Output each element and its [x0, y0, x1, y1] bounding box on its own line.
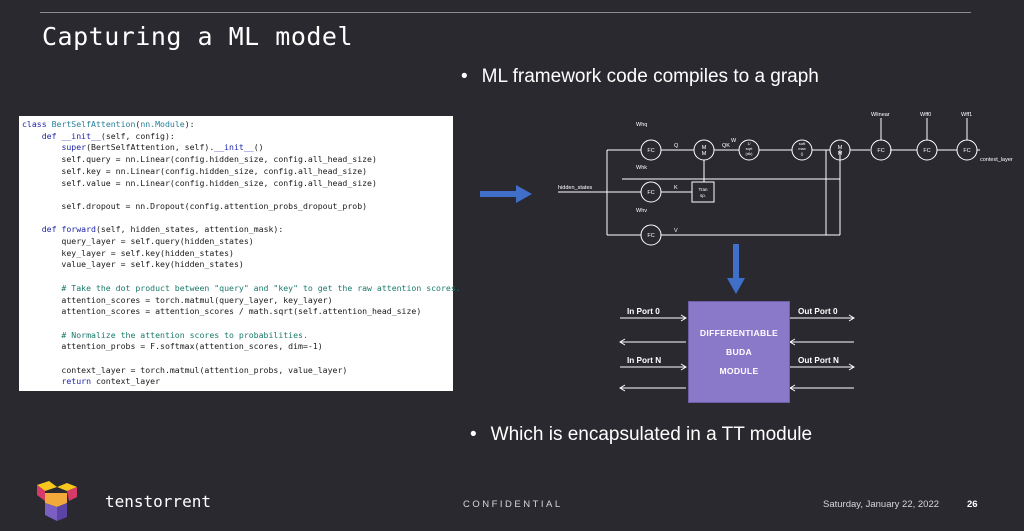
brand-name: tenstorrent	[105, 492, 211, 511]
matmul-node-2	[829, 139, 851, 161]
code-block: class BertSelfAttention(nn.Module): def …	[22, 119, 461, 388]
out-port-0-label: Out Port 0	[798, 307, 838, 316]
weight-label-ff1: Wff1	[961, 112, 972, 118]
code-line: class BertSelfAttention(nn.Module):	[22, 119, 195, 129]
code-line: context_layer = torch.matmul(attention_p…	[22, 364, 348, 375]
code-line: self.query = nn.Linear(config.hidden_siz…	[22, 154, 377, 165]
in-port-0-label: In Port 0	[627, 307, 660, 316]
fc-node-k	[640, 181, 662, 203]
weight-label-linear: Wlinear	[871, 112, 890, 118]
module-title-line1: DIFFERENTIABLE	[699, 327, 779, 338]
transpose-label: Tran	[698, 187, 708, 192]
right-arrow-icon	[480, 185, 532, 203]
top-rule	[40, 12, 971, 13]
edge-label-qk: QK	[722, 143, 730, 149]
fc-label: FC	[647, 233, 654, 239]
code-line: def __init__(self, config):	[41, 130, 175, 141]
weight-label-k: Whk	[636, 165, 647, 171]
in-port-n-label: In Port N	[627, 356, 662, 365]
module-port-arrows	[619, 314, 855, 392]
code-panel: class BertSelfAttention(nn.Module): def …	[19, 116, 461, 391]
out-port-n-label: Out Port N	[798, 356, 839, 365]
weight-label-q: Whq	[636, 122, 647, 128]
fc-node-ff1	[956, 139, 978, 161]
code-line: value_layer = self.key(hidden_states)	[22, 259, 244, 270]
tenstorrent-logo-icon	[37, 481, 77, 521]
module-title-line3: MODULE	[719, 365, 759, 376]
div-label: sqrt	[746, 146, 754, 151]
weight-label-ff0: Wff0	[920, 112, 931, 118]
fc-node-v	[640, 224, 662, 246]
edge-label-w: W	[731, 138, 737, 144]
edge-label-v: V	[674, 228, 678, 234]
softmax-node	[791, 139, 813, 161]
fc-node-ff0	[916, 139, 938, 161]
code-line: def forward(self, hidden_states, attenti…	[41, 224, 284, 235]
code-line: self.value = nn.Linear(config.hidden_siz…	[22, 177, 377, 188]
code-line: attention_probs = F.softmax(attention_sc…	[22, 341, 323, 352]
module-title-line2: BUDA	[725, 346, 753, 357]
fc-label: FC	[647, 190, 654, 196]
transpose-node	[691, 181, 715, 203]
code-line: super(BertSelfAttention, self).__init__(…	[61, 142, 264, 153]
softmax-label: max	[798, 146, 806, 151]
compute-graph: FC FC FC M M 1/ sqrt (dk) soft max () M …	[558, 112, 1013, 246]
bullet-graph-text: ML framework code compiles to a graph	[481, 66, 819, 87]
code-comment: # Take the dot product between "query" a…	[22, 282, 461, 293]
confidential-label: CONFIDENTIAL	[463, 499, 563, 510]
fc-label: FC	[963, 148, 970, 154]
code-line: query_layer = self.query(hidden_states)	[22, 236, 254, 247]
div-label: (dk)	[746, 151, 754, 156]
mm-label: M	[702, 145, 707, 151]
edge-label-k: K	[674, 185, 678, 191]
softmax-label: ()	[801, 151, 804, 156]
code-line: attention_scores = attention_scores / ma…	[22, 306, 422, 317]
div-sqrt-node	[738, 139, 760, 161]
down-arrow-icon	[727, 244, 745, 294]
bullet-marker: •	[461, 66, 468, 87]
fc-label: FC	[647, 148, 654, 154]
code-line: return context_layer	[61, 376, 161, 387]
code-comment: # Normalize the attention scores to prob…	[22, 329, 308, 340]
mm-label: M	[838, 145, 843, 151]
input-label: hidden_states	[558, 185, 592, 191]
fc-label: FC	[877, 148, 884, 154]
bullet-module-text: Which is encapsulated in a TT module	[490, 424, 813, 445]
mm-label: M	[838, 151, 843, 157]
fc-label: FC	[923, 148, 930, 154]
weight-label-v: Whv	[636, 208, 647, 214]
softmax-label: soft	[799, 141, 806, 146]
fc-node-q	[640, 139, 662, 161]
transpose-label: sp.	[700, 193, 706, 198]
mm-label: M	[702, 151, 707, 157]
page-number: 26	[967, 499, 978, 510]
bullet-graph: • ML framework code compiles to a graph	[461, 66, 819, 88]
differentiable-buda-module: DIFFERENTIABLE BUDA MODULE	[688, 301, 790, 403]
slide-title: Capturing a ML model	[42, 22, 354, 51]
div-label: 1/	[747, 141, 751, 146]
code-line: key_layer = self.key(hidden_states)	[22, 247, 234, 258]
bullet-marker: •	[470, 424, 477, 445]
slide-date: Saturday, January 22, 2022	[823, 499, 940, 510]
bullet-module: • Which is encapsulated in a TT module	[470, 424, 812, 446]
matmul-node-1	[693, 139, 715, 161]
code-line: self.dropout = nn.Dropout(config.attenti…	[22, 200, 368, 211]
code-line: attention_scores = torch.matmul(query_la…	[22, 294, 333, 305]
code-line: self.key = nn.Linear(config.hidden_size,…	[22, 165, 368, 176]
output-label: context_layer	[980, 157, 1013, 163]
edge-label-q: Q	[674, 143, 679, 149]
fc-node-linear	[870, 139, 892, 161]
